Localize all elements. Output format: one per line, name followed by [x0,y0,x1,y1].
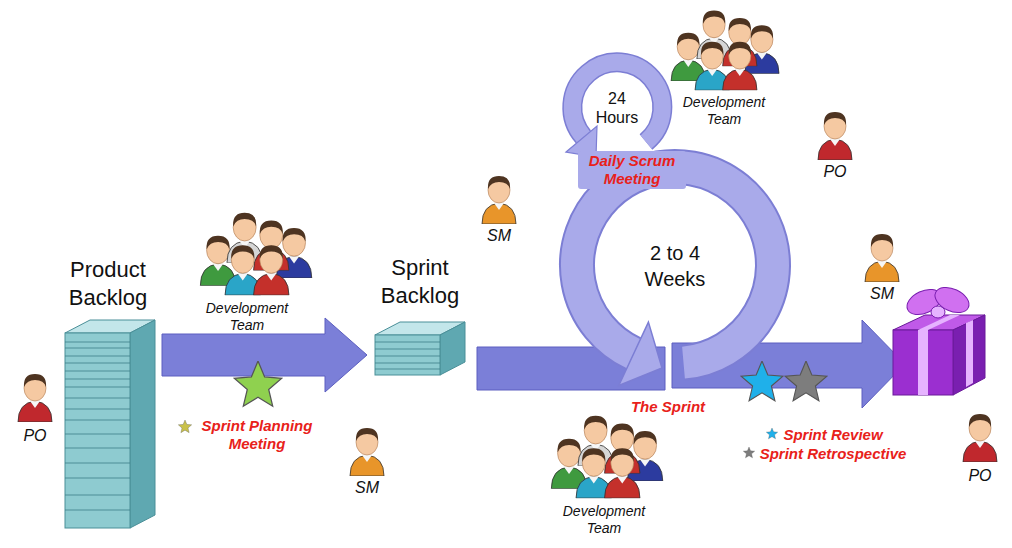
team-label: Development Team [197,300,297,334]
team-label: Development Team [554,503,654,537]
gift-box [893,282,985,395]
event-label: Sprint Planning Meeting [187,417,327,453]
team-figure [671,11,779,91]
event-label: Sprint Review [743,426,923,444]
cycle-duration: 24 Hours [589,89,645,127]
backlog-node: Product Backlog [58,256,158,530]
event-label: The Sprint [608,398,728,416]
team-figure [551,416,662,498]
retrospective-key-star [743,447,754,458]
role-label: PO [13,426,57,445]
retrospective-star [785,361,827,401]
event-label: Daily Scrum Meeting [578,151,686,189]
product-owner-figure [18,374,52,422]
scrum-master-figure [865,234,899,282]
cycle-duration: 2 to 4 Weeks [635,240,715,292]
scrum-master-figure [350,428,384,476]
daily-loop-arrow [566,62,662,157]
node-heading: Product Backlog [58,256,158,312]
planning-key-star [178,420,191,433]
team-label: Development Team [674,94,774,128]
team-figure [200,213,311,295]
role-label: PO [958,466,1002,485]
product-owner-figure [818,112,852,160]
product-owner-figure [963,414,997,462]
backlog-node: Sprint Backlog [370,254,470,378]
role-label: PO [813,162,857,181]
sprint-cycle-arrow [577,167,773,386]
role-label: SM [860,284,904,303]
role-label: SM [345,478,389,497]
scrum-master-figure [482,176,516,224]
role-label: SM [477,226,521,245]
review-key-star [766,428,777,439]
planning-star [234,361,282,406]
event-label: Sprint Retrospective [743,445,923,463]
node-heading: Sprint Backlog [370,254,470,310]
review-star [741,361,783,401]
product-backlog-stack [65,320,155,528]
sprint-backlog-stack [375,322,465,375]
